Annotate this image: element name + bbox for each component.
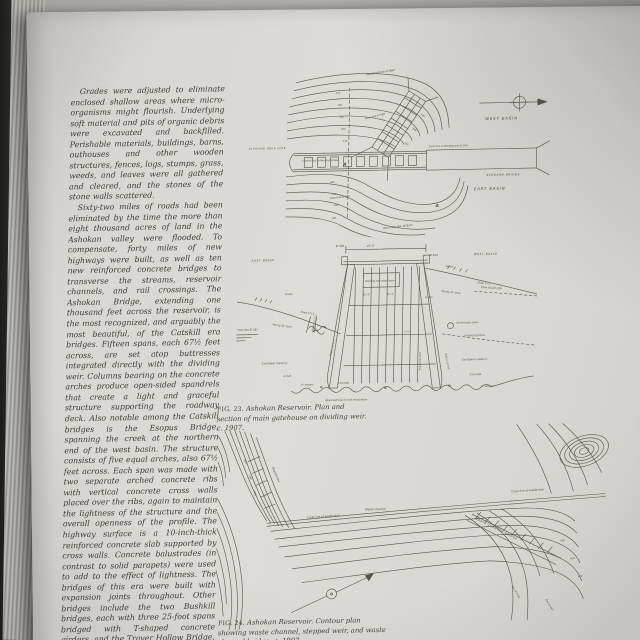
waste-channel-label: Waste channel <box>365 507 386 511</box>
pipe-label: Jointed pipe sewer <box>455 321 479 324</box>
slope-label: Slope 1½:1 <box>477 280 491 286</box>
east-basin-label: EAST BASIN <box>252 258 275 262</box>
contour-label: 580 <box>331 217 336 220</box>
concrete-label: Concrete <box>470 372 482 376</box>
assumed-line-label: Assumed line of dam <box>382 223 413 230</box>
expansion-joint-label: Expansion joint <box>419 351 422 370</box>
west-embankment <box>425 265 538 346</box>
waste-channel-walls <box>464 508 555 621</box>
fig23-plan-diagram: 550 540 530 Assumed line of dam 570 580 … <box>249 68 550 240</box>
flow-line-label: Flow line El 590 <box>481 285 502 290</box>
contour-label: 610 <box>570 557 575 560</box>
contour-lines-upper <box>286 73 450 148</box>
step-elevation-label: 530 <box>403 141 409 146</box>
dim-label: 25'-3" <box>367 244 375 248</box>
stepped-weir-ridge <box>224 429 296 529</box>
contour-lines-lower <box>285 174 469 240</box>
cyclopean-label: Cyclopean masonry <box>262 361 288 366</box>
elevation-label: El 610 <box>430 253 439 257</box>
fig23-section-diagram: EAST BASIN WEST BASIN El 608 El 610 25'-… <box>236 244 538 402</box>
step-elevation-label: 550 <box>420 113 426 118</box>
step-elevation-label: 585 <box>248 475 253 481</box>
cyclopean-label: Cyclopean masonry <box>462 357 488 362</box>
fig23-caption-number: FIG. 23. <box>216 405 244 414</box>
east-embankment <box>236 297 341 342</box>
section-marker-a: A <box>435 203 439 208</box>
batter-label: Batter 10 in 1 <box>311 314 317 331</box>
original-surface-label: Original surface <box>464 333 485 337</box>
batter-label: Batter 10 in 1 <box>444 353 450 370</box>
text-column: Grades were adjusted to eliminate enclos… <box>61 84 225 640</box>
section-marker-a: A <box>342 162 346 167</box>
flow-line-label: Flow line El 587 <box>330 194 351 200</box>
contour-label: 600 <box>560 539 565 542</box>
contour-label: 580 <box>334 204 339 207</box>
crest-line-label: Crest line of waste weir <box>511 487 545 493</box>
center-line-label: Center line of dam and bridge <box>302 159 339 163</box>
paving-label: Paving 24" thick <box>272 323 292 329</box>
foundation-section <box>291 375 534 394</box>
stepped-weir-label: Stepped weir <box>271 466 282 484</box>
contour-label: 590 <box>339 116 344 119</box>
contour-label: 570 <box>336 92 341 95</box>
section-centerline <box>347 87 351 220</box>
toe-of-slope-label: Toe of slope <box>511 585 521 599</box>
contour-label: 590 <box>332 193 337 196</box>
flow-line-label: Flow line El 587 <box>237 328 258 332</box>
weeper-label: 6" weeper <box>481 385 494 388</box>
crest-line-label: Crest line of waste weir <box>307 513 341 519</box>
fig24-caption: FIG. 24. Ashokan Reservoir. Contour plan… <box>218 616 389 640</box>
grass-label: Grass <box>285 292 293 296</box>
flow-line-label: Flow line El 590 <box>365 112 386 121</box>
step-elevation-label: 580 <box>253 491 258 497</box>
dim-label: 12'-0" <box>387 293 394 296</box>
west-basin-label: WEST BASIN <box>474 252 498 256</box>
crest-line-label: Crest line of dividing weir El 590 <box>429 144 468 148</box>
contour-label: 600 <box>341 128 346 131</box>
step-elevation-label: 540 <box>412 127 418 132</box>
end-of-weir-label: End of weir <box>545 599 555 613</box>
compass-icon <box>291 573 374 614</box>
paragraph-bridges: Sixty-two miles of roads had been elimin… <box>60 200 223 640</box>
waste-channel-bridge <box>466 511 562 565</box>
ashokan-bridge-label: ASHOKAN BRIDGE <box>485 172 520 177</box>
grass-label: Grass <box>445 264 454 269</box>
weeper-label: 6" weeper <box>301 383 314 386</box>
concrete-label: Concrete <box>337 381 349 385</box>
fig24-contour-diagram: Crest line of waste weir Crest line of w… <box>215 423 609 631</box>
ashokan-bridge-plan <box>426 140 550 175</box>
contour-label: 580 <box>337 104 342 107</box>
west-basin-label: WEST BASIN <box>485 115 518 121</box>
weir-structure-section <box>327 244 443 389</box>
contour-label: 610 <box>343 140 348 143</box>
contour-knot <box>559 434 609 468</box>
waste-weir-crest <box>266 493 606 600</box>
rock-excavation-label: Assumed line of rock excavation <box>324 397 368 402</box>
paragraph-grades: Grades were adjusted to eliminate enclos… <box>68 84 225 202</box>
assumed-line-label: Assumed line of dam <box>365 68 396 77</box>
left-contours <box>215 436 243 631</box>
north-arrow-icon <box>479 93 548 112</box>
batter-label: Batter 15 in 1 <box>329 339 336 356</box>
step-elevation-label: 590 <box>243 459 248 465</box>
book-page: Grades were adjusted to eliminate enclos… <box>26 5 640 640</box>
elevation-label: El 580 <box>425 296 433 299</box>
elevation-label: El 608 <box>336 244 345 248</box>
dim-label: 12'-6" <box>363 293 370 296</box>
right-contours <box>516 423 603 494</box>
dim-label: 5'-5" <box>404 330 410 333</box>
gatehouse-channel-plan: 550 540 530 <box>350 78 438 181</box>
elevation-label: El 543 <box>284 375 292 378</box>
east-basin-label: EAST BASIN <box>474 186 506 192</box>
contour-label: 600 <box>330 181 335 184</box>
fig24-caption-number: FIG. 24. <box>217 619 245 628</box>
dividing-weir-dike-label: DIVIDING WEIR DIKE <box>249 146 286 151</box>
contour-label: 620 <box>578 575 583 578</box>
paving-label: Paving 24" thick <box>441 290 461 295</box>
gatehouse-label: Dividing weir gate house <box>365 279 395 283</box>
slope-label: Slope 1½:1 <box>301 310 316 316</box>
